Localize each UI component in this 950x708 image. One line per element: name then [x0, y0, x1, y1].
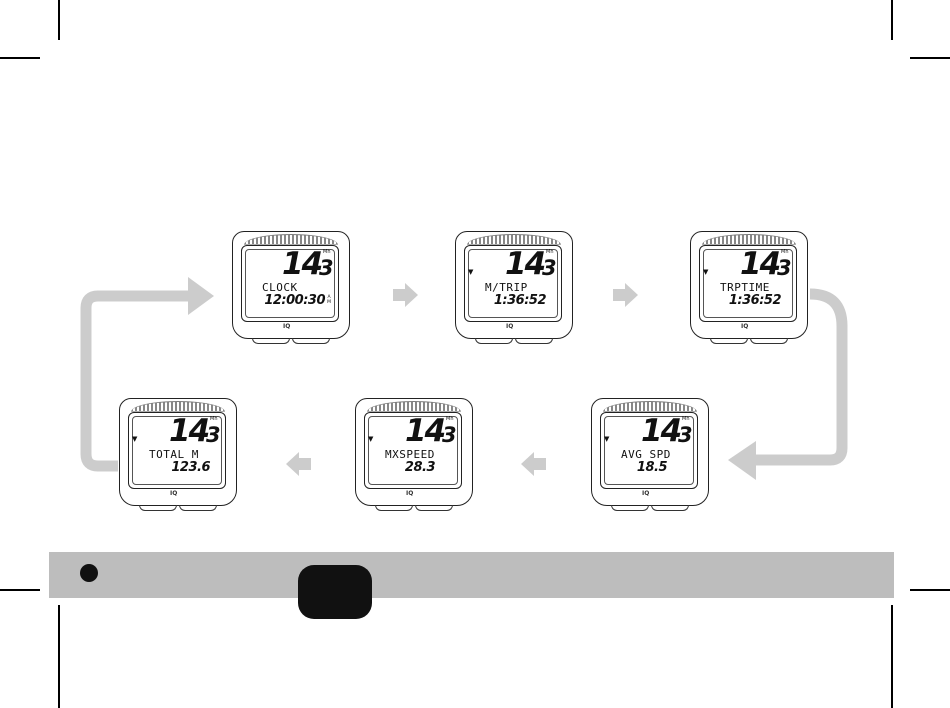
speed-integer: 14	[405, 416, 444, 447]
mode-value: 18.5	[637, 461, 667, 474]
device-logo: IQ	[170, 491, 177, 497]
mode-marker-icon: ▼	[604, 436, 609, 443]
lcd-screen: ▼ 14 3 Mh M/TRIP 1:36:52	[464, 245, 562, 322]
speed-integer: 14	[505, 249, 544, 280]
lcd-screen: ▼ 14 3 Mh TOTAL M 123.6	[128, 412, 226, 489]
mode-value: 12:00:30	[264, 294, 325, 307]
footer-bar	[49, 552, 894, 598]
bike-computer-trip-time: ▼ 14 3 Mh TRPTIME 1:36:52 IQ	[690, 231, 808, 349]
mode-value: 123.6	[171, 461, 210, 474]
arrow-right-icon	[393, 283, 419, 307]
device-mount	[473, 338, 555, 345]
filled-circle-icon	[80, 564, 98, 582]
speed-integer: 14	[169, 416, 208, 447]
speed-unit: Mh	[682, 417, 689, 422]
device-logo: IQ	[506, 324, 513, 330]
device-logo: IQ	[642, 491, 649, 497]
device-mount	[137, 505, 219, 512]
lcd-screen: ▼ 14 3 Mh TRPTIME 1:36:52	[699, 245, 797, 322]
speed-decimal: 3	[442, 425, 457, 446]
mode-value: 1:36:52	[494, 294, 546, 307]
device-logo: IQ	[741, 324, 748, 330]
device-mount	[609, 505, 691, 512]
mode-label: AVG SPD	[621, 449, 671, 460]
device-logo: IQ	[406, 491, 413, 497]
mode-value: 28.3	[405, 461, 435, 474]
mode-marker-icon: ▼	[368, 436, 373, 443]
speed-unit: Mh	[546, 250, 553, 255]
speed-decimal: 3	[319, 258, 334, 279]
mode-marker-icon: ▼	[703, 269, 708, 276]
device-mount	[373, 505, 455, 512]
mode-label: MXSPEED	[385, 449, 435, 460]
speed-decimal: 3	[777, 258, 792, 279]
speed-decimal: 3	[542, 258, 557, 279]
speed-integer: 14	[740, 249, 779, 280]
speed-unit: Mh	[210, 417, 217, 422]
device-mount	[708, 338, 790, 345]
page-tab	[298, 565, 372, 619]
arrow-right-icon	[613, 283, 639, 307]
mode-label: TOTAL M	[149, 449, 199, 460]
bike-computer-avg-speed: ▼ 14 3 Mh AVG SPD 18.5 IQ	[591, 398, 709, 516]
bike-computer-total: ▼ 14 3 Mh TOTAL M 123.6 IQ	[119, 398, 237, 516]
speed-unit: Mh	[323, 250, 330, 255]
bike-computer-trip: ▼ 14 3 Mh M/TRIP 1:36:52 IQ	[455, 231, 573, 349]
mode-label: CLOCK	[262, 282, 298, 293]
mode-value: 1:36:52	[729, 294, 781, 307]
mode-marker-icon: ▼	[132, 436, 137, 443]
device-mount	[250, 338, 332, 345]
lcd-screen: ▼ 14 3 Mh AVG SPD 18.5	[600, 412, 698, 489]
device-logo: IQ	[283, 324, 290, 330]
speed-integer: 14	[641, 416, 680, 447]
speed-decimal: 3	[206, 425, 221, 446]
speed-unit: Mh	[446, 417, 453, 422]
mode-label: M/TRIP	[485, 282, 528, 293]
arrow-left-icon	[521, 452, 547, 476]
bike-computer-max-speed: ▼ 14 3 Mh MXSPEED 28.3 IQ	[355, 398, 473, 516]
arrow-left-icon	[286, 452, 312, 476]
speed-unit: Mh	[781, 250, 788, 255]
mode-marker-icon: ▼	[468, 269, 473, 276]
mode-label: TRPTIME	[720, 282, 770, 293]
speed-integer: 14	[282, 249, 321, 280]
lcd-screen: ▼ 14 3 Mh MXSPEED 28.3	[364, 412, 462, 489]
speed-decimal: 3	[678, 425, 693, 446]
